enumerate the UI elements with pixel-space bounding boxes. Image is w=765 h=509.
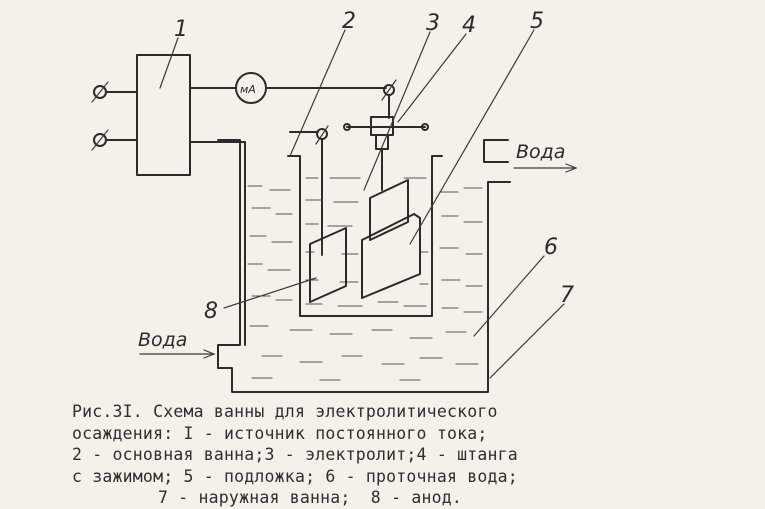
power-source-box (136, 54, 191, 176)
caption-line-1: Рис.3I. Схема ванны для электролитическо… (72, 402, 498, 421)
water-in-label: Вода (138, 329, 187, 351)
figure-caption: Рис.3I. Схема ванны для электролитическо… (72, 401, 652, 509)
wire-negative (189, 125, 329, 346)
water-out-arrow (513, 163, 578, 173)
label-5: 5 (530, 9, 544, 34)
electrolyte-hatching (305, 177, 429, 307)
label-6: 6 (544, 235, 558, 260)
label-7: 7 (560, 283, 574, 308)
water-in-arrow (139, 349, 216, 359)
water-out-label: Вода (516, 141, 565, 163)
caption-line-4: с зажимом; 5 - подложка; 6 - проточная в… (72, 466, 518, 486)
label-8: 8 (204, 299, 218, 324)
caption-line-3: 2 - основная ванна;3 - электролит;4 - шт… (72, 445, 518, 464)
label-4: 4 (462, 13, 476, 38)
outer-bath (217, 139, 511, 393)
leader-lines (159, 29, 565, 379)
label-1: 1 (174, 17, 188, 42)
caption-line-2: осаждения: I - источник постоянного тока… (72, 423, 488, 443)
substrate-plate (361, 179, 421, 299)
outlet-pipe (483, 139, 509, 163)
rod-clamp (343, 116, 429, 191)
label-2: 2 (342, 9, 356, 34)
anode-plate (309, 227, 347, 303)
label-3: 3 (426, 11, 440, 36)
caption-line-5: 7 - наружная ванна; 8 - анод. (158, 488, 463, 507)
input-terminal-top (91, 81, 138, 103)
main-bath (287, 155, 443, 317)
wire-positive (189, 72, 397, 119)
ammeter-label: мА (240, 83, 256, 96)
input-terminal-bottom (91, 129, 138, 151)
water-hatching (247, 185, 483, 381)
